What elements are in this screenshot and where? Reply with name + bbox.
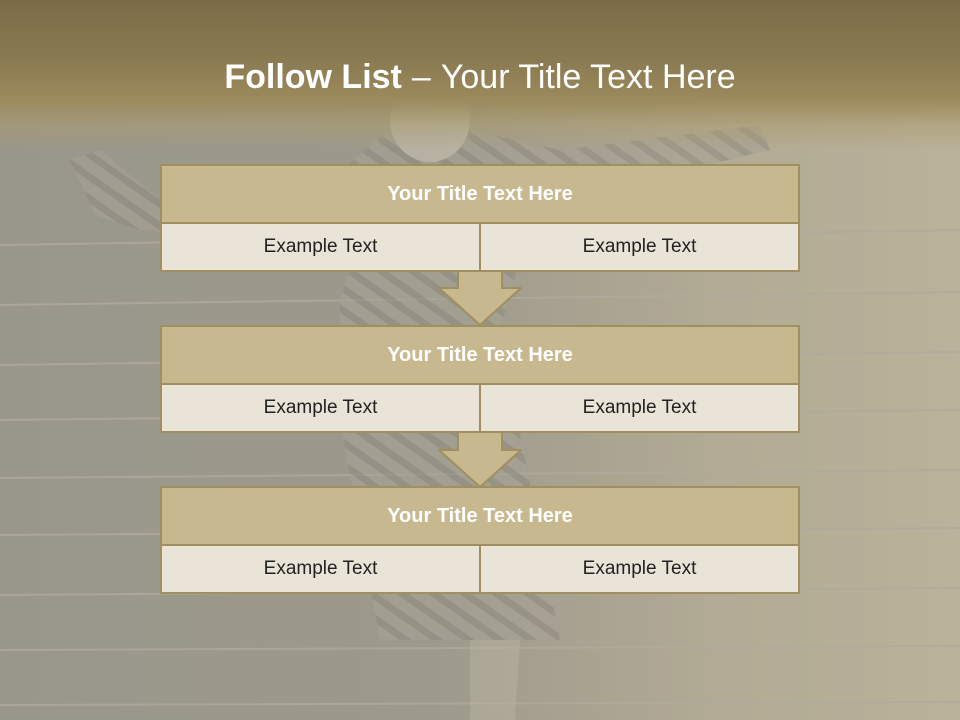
title-band [0, 0, 960, 150]
down-arrow-icon [438, 268, 522, 326]
list-box-3: Your Title Text Here Example Text Exampl… [160, 486, 800, 594]
list-box-row: Example Text Example Text [162, 385, 798, 431]
list-box-cell-left: Example Text [162, 385, 479, 431]
list-box-row: Example Text Example Text [162, 224, 798, 270]
list-box-1: Your Title Text Here Example Text Exampl… [160, 164, 800, 272]
slide-title-separator: – [411, 58, 431, 96]
list-box-cell-right: Example Text [479, 224, 798, 270]
list-box-cell-left: Example Text [162, 224, 479, 270]
list-box-title: Your Title Text Here [162, 166, 798, 224]
slide-title: Follow List–Your Title Text Here [0, 52, 960, 102]
down-arrow-icon [438, 430, 522, 488]
list-box-row: Example Text Example Text [162, 546, 798, 592]
list-box-cell-left: Example Text [162, 546, 479, 592]
list-box-title: Your Title Text Here [162, 488, 798, 546]
list-box-cell-right: Example Text [479, 385, 798, 431]
list-box-title: Your Title Text Here [162, 327, 798, 385]
slide-title-bold: Follow List [224, 58, 402, 96]
list-box-cell-right: Example Text [479, 546, 798, 592]
list-box-2: Your Title Text Here Example Text Exampl… [160, 325, 800, 433]
slide-title-text: Your Title Text Here [440, 58, 736, 96]
